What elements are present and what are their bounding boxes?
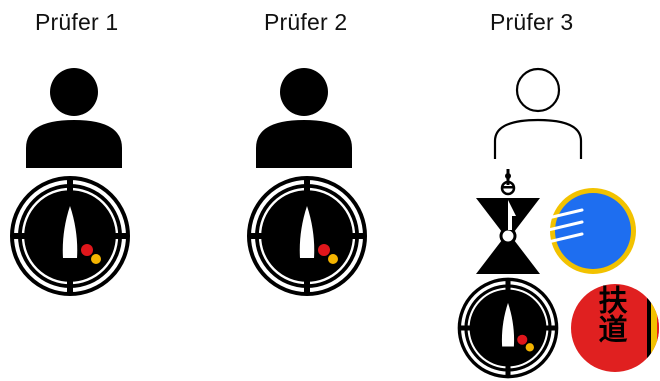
examiner-1-label: Prüfer 1 <box>35 9 119 35</box>
compass-badge-icon <box>247 176 367 296</box>
hourglass-tower-icon <box>476 169 540 274</box>
examiner-2-label: Prüfer 2 <box>264 9 348 35</box>
person-filled-icon <box>256 68 352 168</box>
compass-badge-icon <box>457 277 559 379</box>
kanji-seal-text: 扶道 <box>594 285 628 343</box>
person-filled-icon <box>26 68 122 168</box>
compass-badge-icon <box>10 176 130 296</box>
kanji-seal-badge-icon: 扶道 <box>571 284 659 372</box>
person-outline-icon <box>493 67 583 159</box>
examiner-3-label: Prüfer 3 <box>490 9 574 35</box>
blue-lines-badge-icon <box>548 188 636 274</box>
